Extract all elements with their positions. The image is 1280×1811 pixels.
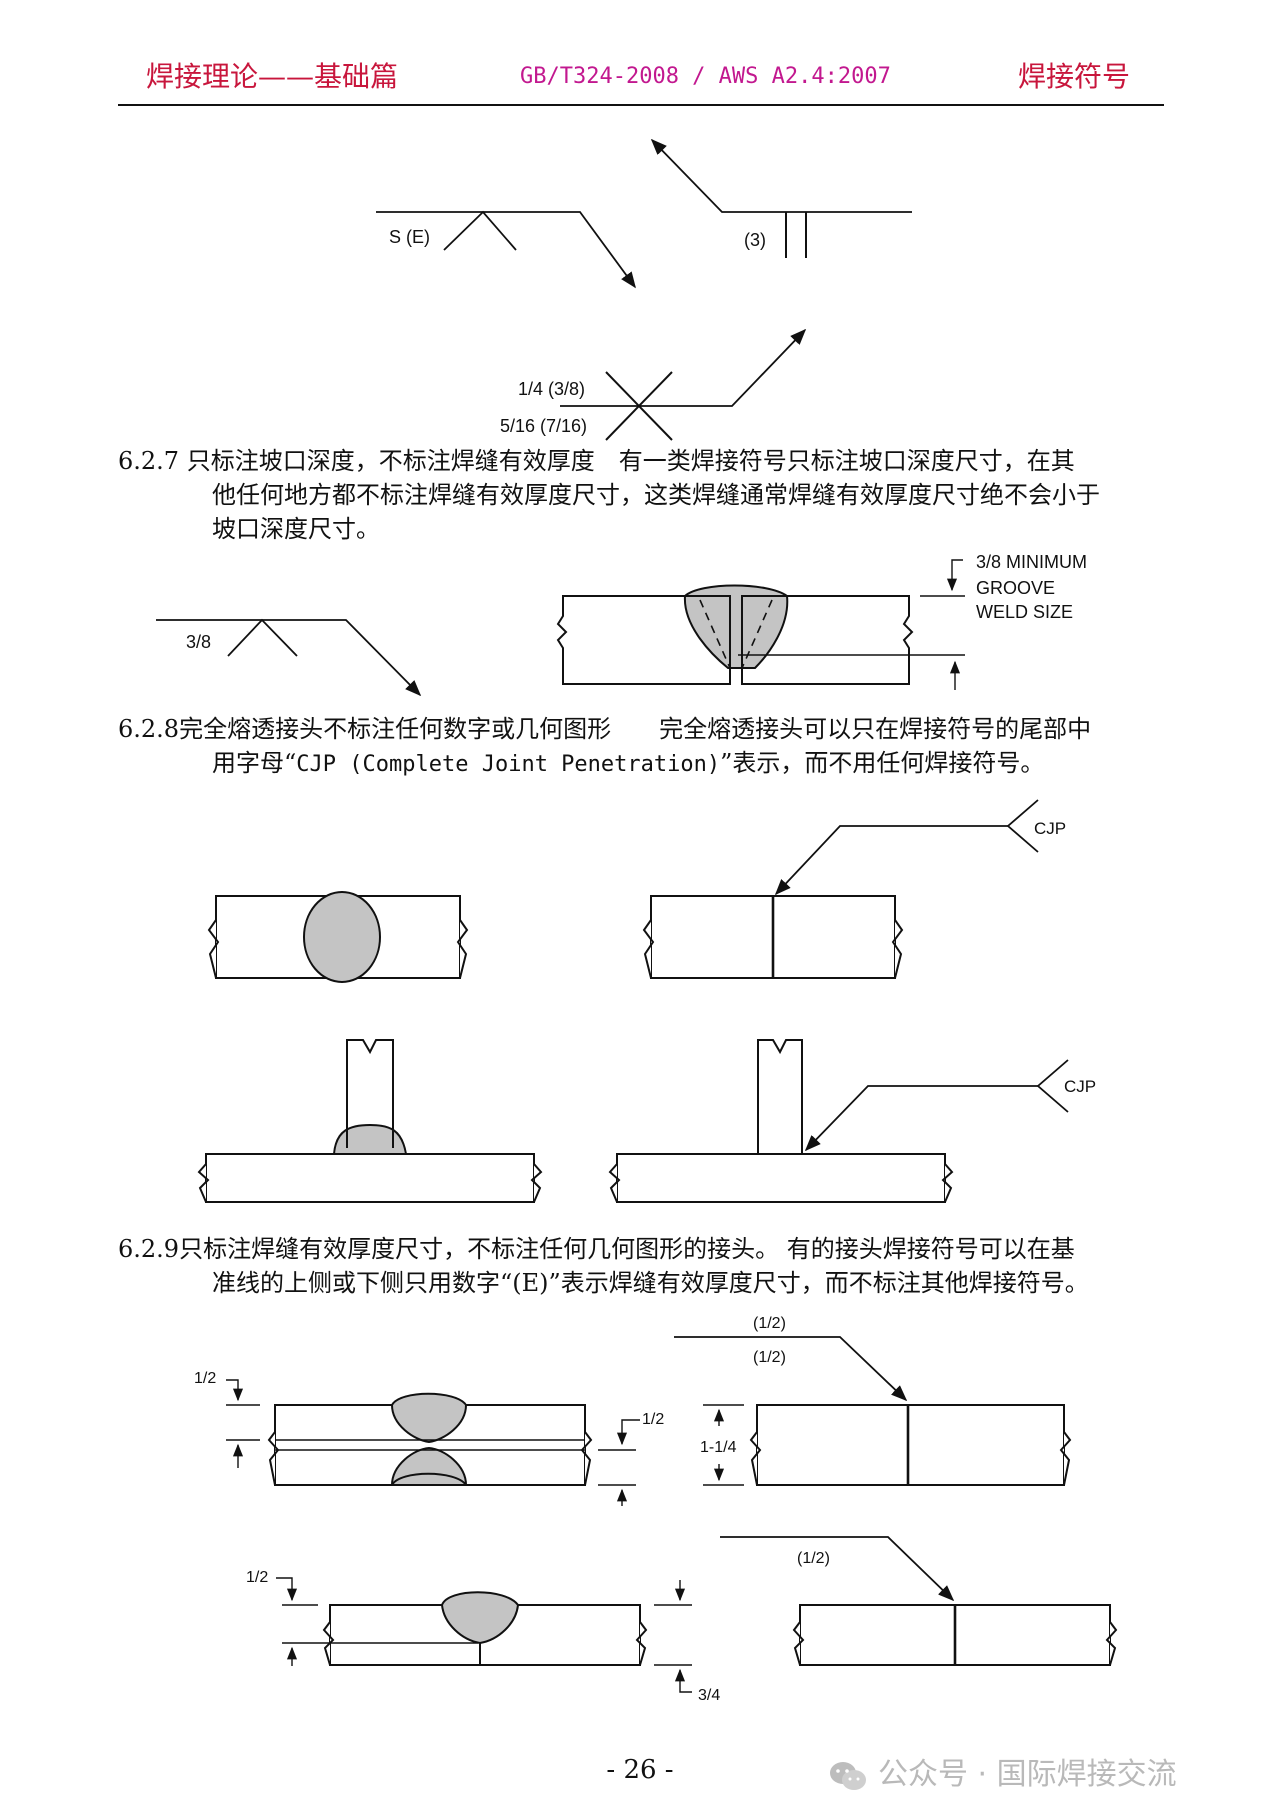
butt-joint-e-one-side: [720, 1536, 1118, 1666]
figure-1-weld-symbols: [376, 138, 912, 441]
section-627-line-1: 6.2.7 只标注坡口深度，不标注焊缝有效厚度 有一类焊接符号只标注坡口深度尺寸…: [118, 447, 1075, 475]
dim-label-top-right: 1/2: [642, 1411, 664, 1428]
wechat-icon: [830, 1761, 866, 1790]
section-628-line-2-prefix: 用字母“: [212, 749, 297, 777]
dim-label-bottom-right: 3/4: [698, 1687, 720, 1704]
groove-joint-section: [556, 559, 965, 690]
butt-joint-welded: [207, 891, 469, 983]
double-weld-section: [226, 1379, 640, 1506]
symbol-3-8-bevel: [156, 618, 422, 697]
ref-label-above: (1/2): [753, 1315, 786, 1332]
note-line-3: WELD SIZE: [976, 602, 1073, 622]
butt-joint-cjp-symbol: [642, 799, 1039, 979]
dim-label-thickness: 1-1/4: [700, 1439, 737, 1456]
symbol-square-groove: [650, 138, 912, 258]
label-cjp-tee: CJP: [1064, 1077, 1096, 1096]
label-se: S (E): [389, 227, 430, 247]
section-627-paragraph: 6.2.7 只标注坡口深度，不标注焊缝有效厚度 有一类焊接符号只标注坡口深度尺寸…: [118, 444, 1168, 546]
section-628-paragraph: 6.2.8完全熔透接头不标注任何数字或几何图形 完全熔透接头可以只在焊接符号的尾…: [118, 712, 1168, 782]
figure-2-groove-depth: [156, 559, 965, 697]
label-5-16-7-16: 5/16 (7/16): [500, 416, 587, 436]
section-627-line-2: 他任何地方都不标注焊缝有效厚度尺寸，这类焊缝通常焊缝有效厚度尺寸绝不会小于: [212, 481, 1100, 509]
section-628-cjp-term: CJP (Complete Joint Penetration): [296, 752, 721, 777]
t-joint-welded: [197, 1039, 543, 1203]
note-line-2: GROOVE: [976, 578, 1055, 598]
watermark-text: 公众号 · 国际焊接交流: [878, 1757, 1177, 1792]
section-629-line-2: 准线的上侧或下侧只用数字“(E)”表示焊缝有效厚度尺寸，而不标注其他焊接符号。: [212, 1269, 1089, 1297]
page-number: - 26 -: [606, 1755, 674, 1785]
butt-joint-e-both-sides: [674, 1336, 1072, 1486]
section-627-line-3: 坡口深度尺寸。: [212, 515, 380, 543]
figure-4-effective-throat: [226, 1336, 1118, 1693]
section-628-line-2: 用字母“CJP (Complete Joint Penetration)”表示，…: [118, 746, 1168, 782]
header-rule: [118, 104, 1164, 106]
symbol-double-v-groove: [560, 328, 807, 441]
label-3: (3): [744, 230, 766, 250]
header-standard-code: GB/T324-2008 / AWS A2.4:2007: [520, 64, 891, 89]
header-title-left: 焊接理论——基础篇: [146, 60, 399, 93]
symbol-se-bevel: [376, 210, 636, 289]
section-628-line-2-suffix: ”表示，而不用任何焊接符号。: [720, 749, 1045, 777]
watermark: 公众号 · 国际焊接交流: [828, 1749, 1177, 1793]
label-cjp-butt: CJP: [1034, 819, 1066, 838]
dim-label-bottom-left: 1/2: [246, 1569, 268, 1586]
figure-3-cjp-joints: [197, 799, 1069, 1203]
ref-label-bottom: (1/2): [797, 1550, 830, 1567]
label-quarter-3-8: 1/4 (3/8): [518, 379, 585, 399]
section-628-line-1: 6.2.8完全熔透接头不标注任何数字或几何图形 完全熔透接头可以只在焊接符号的尾…: [118, 715, 1092, 743]
t-joint-cjp-symbol: [608, 1039, 1069, 1203]
dim-label-top-left: 1/2: [194, 1370, 216, 1387]
single-weld-section: [276, 1577, 692, 1693]
note-line-1: 3/8 MINIMUM: [976, 552, 1087, 572]
header-title-right: 焊接符号: [1018, 60, 1131, 93]
label-3-8: 3/8: [186, 632, 211, 652]
section-629-line-1: 6.2.9只标注焊缝有效厚度尺寸，不标注任何几何图形的接头。 有的接头焊接符号可…: [118, 1235, 1075, 1263]
section-629-paragraph: 6.2.9只标注焊缝有效厚度尺寸，不标注任何几何图形的接头。 有的接头焊接符号可…: [118, 1232, 1168, 1300]
ref-label-below: (1/2): [753, 1349, 786, 1366]
